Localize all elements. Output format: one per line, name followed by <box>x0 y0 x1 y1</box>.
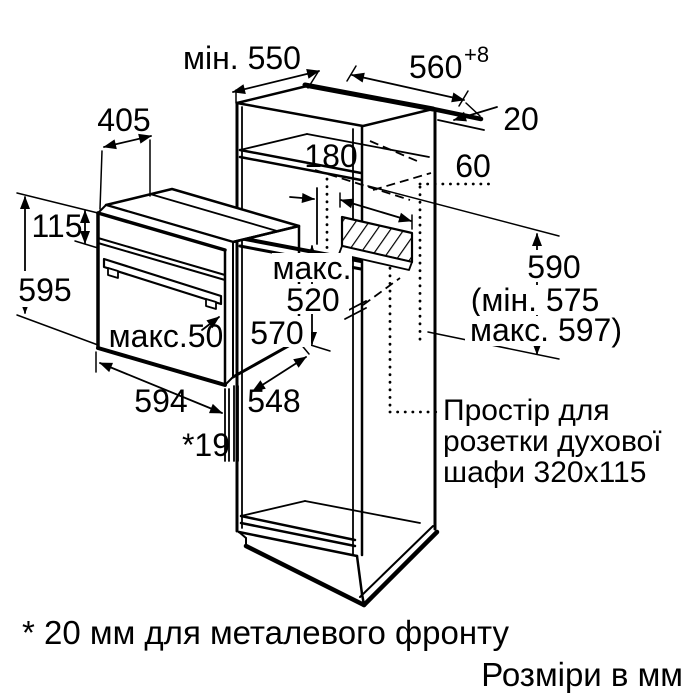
oven-handle <box>102 257 223 306</box>
dim-label-520: 520 <box>286 282 339 318</box>
dim-label-maks50: макс.50 <box>109 318 224 354</box>
dimension-labels: мін. 550 560 +8 405 180 20 60 115 595 ма… <box>12 40 625 463</box>
dim-label-20: 20 <box>503 101 539 137</box>
socket-note: Простір для розетки духової шафи 320x115 <box>443 394 662 489</box>
dim-label-405: 405 <box>97 102 150 138</box>
socket-note-line-3: шафи 320x115 <box>443 456 646 489</box>
oven-outline <box>96 187 301 387</box>
dim-label-548: 548 <box>247 383 300 419</box>
dim-label-min-550: мін. 550 <box>183 40 301 76</box>
cabinet-hidden-edges <box>314 140 432 306</box>
cabinet-outline <box>235 82 485 608</box>
units-note: Розміри в мм <box>481 656 683 693</box>
dim-label-115: 115 <box>31 208 82 244</box>
dim-label-560: 560 <box>409 49 462 85</box>
socket-space-dotted-boundary <box>325 177 496 414</box>
dim-label-595: 595 <box>18 272 71 308</box>
dim-label-560-sup: +8 <box>464 42 489 67</box>
dim-label-590-min: (мін. 575 <box>471 282 600 318</box>
dim-label-60: 60 <box>455 148 491 184</box>
dim-label-594: 594 <box>134 383 187 419</box>
footnote-metal-front: * 20 мм для металевого фронту <box>22 614 510 651</box>
socket-note-line-1: Простір для <box>443 394 610 427</box>
dim-label-19: *19 <box>182 427 230 463</box>
dim-label-maks-word: макс. <box>272 250 351 286</box>
dim-label-570: 570 <box>250 315 303 351</box>
socket-area-hatch <box>338 215 414 271</box>
dim-label-590: 590 <box>527 249 580 285</box>
dim-label-180: 180 <box>304 138 357 174</box>
dim-label-590-max: макс. 597) <box>470 312 622 348</box>
socket-note-line-2: розетки духової <box>443 425 662 458</box>
